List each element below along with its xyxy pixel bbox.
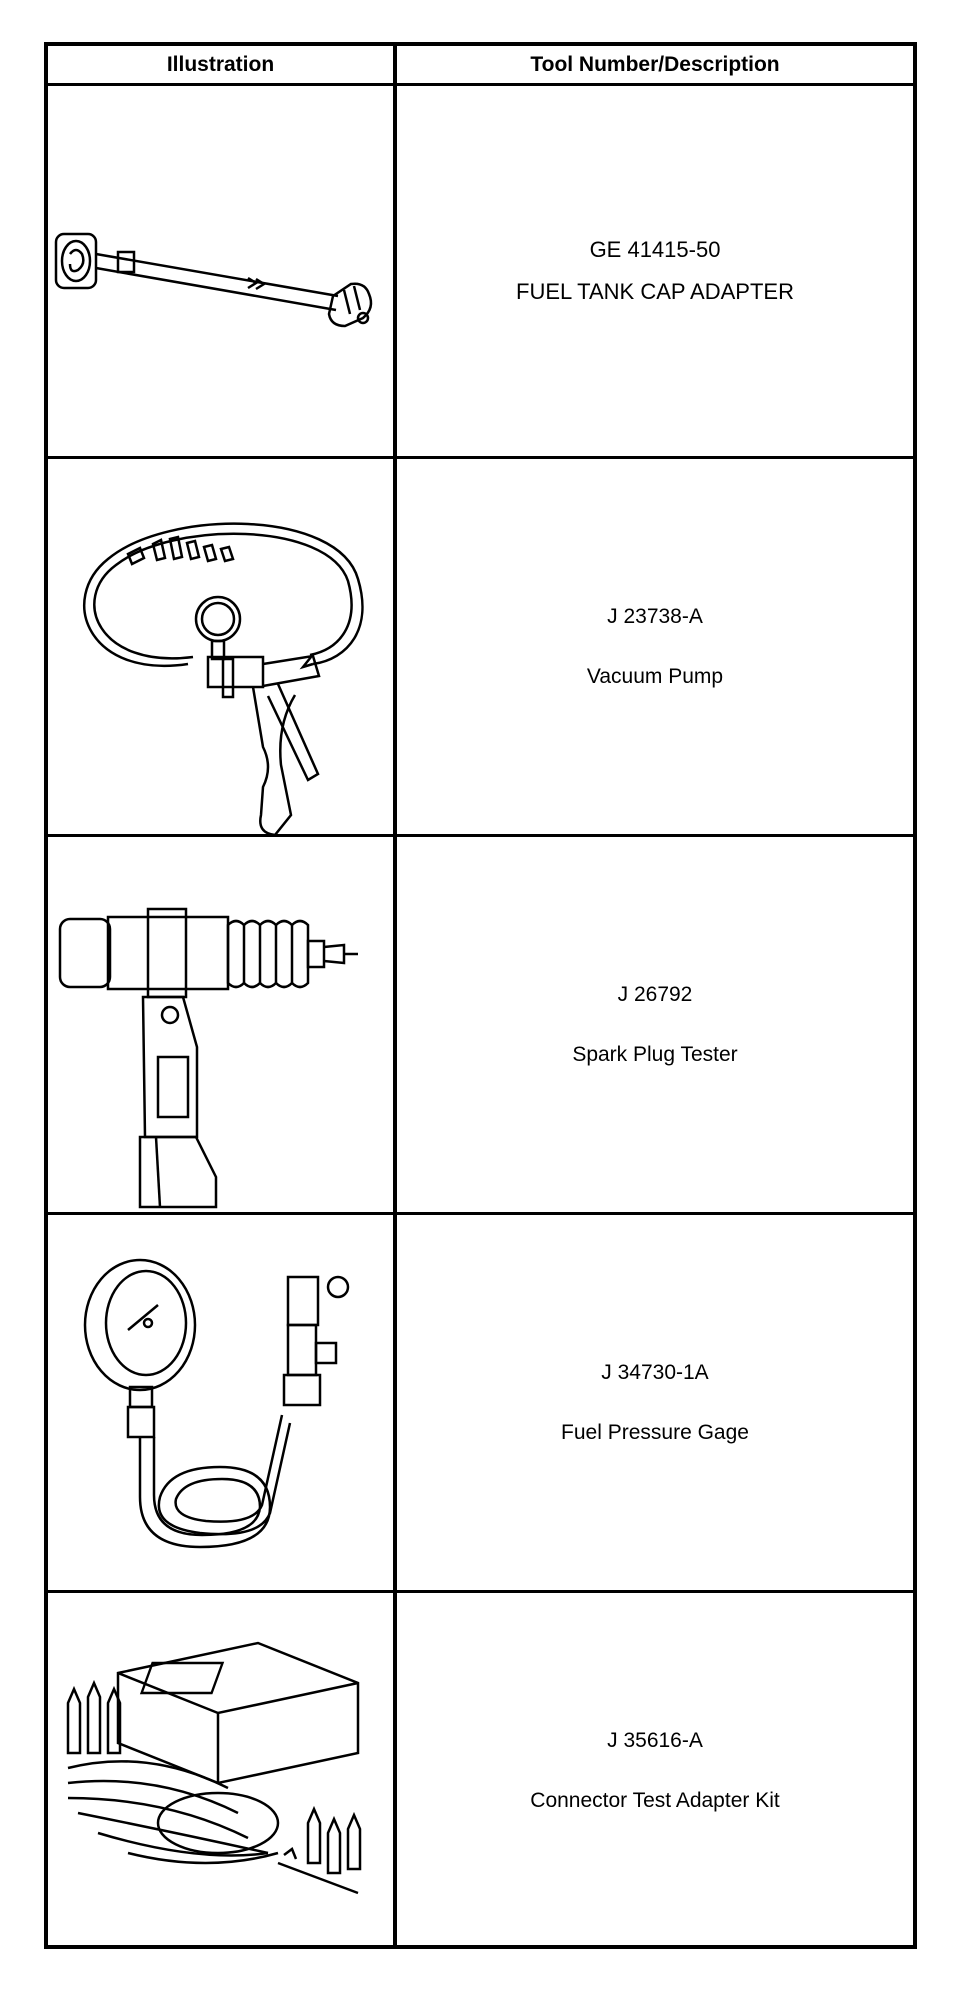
- connector-test-adapter-kit-illustration: [48, 1593, 393, 1949]
- tool-name: FUEL TANK CAP ADAPTER: [516, 279, 794, 304]
- table-header: Illustration Tool Number/Description: [48, 46, 913, 86]
- tool-description: J 26792 Spark Plug Tester: [397, 837, 913, 1212]
- table-row: J 26792 Spark Plug Tester: [48, 837, 913, 1215]
- table-row: GE 41415-50 FUEL TANK CAP ADAPTER: [48, 86, 913, 459]
- tool-description: J 34730-1A Fuel Pressure Gage: [397, 1215, 913, 1590]
- table-row: J 23738-A Vacuum Pump: [48, 459, 913, 837]
- tool-number: J 35616-A: [607, 1729, 703, 1752]
- table-row: J 35616-A Connector Test Adapter Kit: [48, 1593, 913, 1949]
- vacuum-pump-illustration: [48, 459, 393, 834]
- tool-number: J 23738-A: [607, 604, 703, 628]
- tool-description: J 23738-A Vacuum Pump: [397, 459, 913, 834]
- header-illustration: Illustration: [166, 53, 275, 76]
- tool-number: J 26792: [617, 982, 693, 1006]
- tool-name: Connector Test Adapter Kit: [530, 1789, 780, 1812]
- tool-description: GE 41415-50 FUEL TANK CAP ADAPTER: [397, 86, 913, 456]
- fuel-pressure-gage-illustration: [48, 1215, 393, 1590]
- fuel-tank-cap-adapter-illustration: [48, 86, 393, 456]
- column-divider: [393, 46, 397, 1945]
- tool-name: Fuel Pressure Gage: [561, 1420, 749, 1444]
- tool-name: Vacuum Pump: [586, 664, 724, 688]
- spark-plug-tester-illustration: [48, 837, 393, 1212]
- tool-name: Spark Plug Tester: [572, 1042, 738, 1066]
- tool-table: Illustration Tool Number/Description: [44, 42, 917, 1949]
- table-row: J 34730-1A Fuel Pressure Gage: [48, 1215, 913, 1593]
- tool-description: J 35616-A Connector Test Adapter Kit: [397, 1593, 913, 1949]
- tool-number: J 34730-1A: [601, 1360, 709, 1384]
- header-description: Tool Number/Description: [530, 53, 780, 76]
- tool-number: GE 41415-50: [589, 237, 721, 262]
